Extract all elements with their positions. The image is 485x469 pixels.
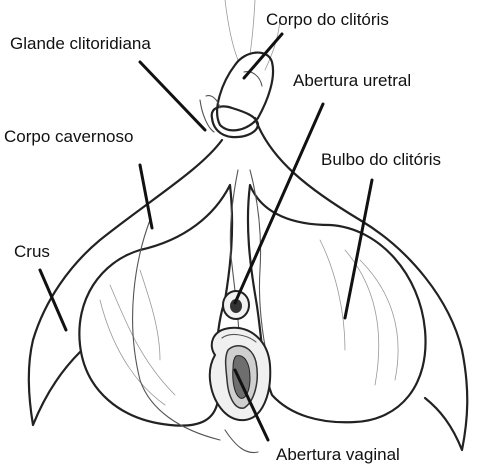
leader-bulbo <box>345 180 372 318</box>
leader-glande <box>140 62 205 130</box>
label-corpo-clitoris: Corpo do clitóris <box>266 11 389 28</box>
label-abertura-uretral: Abertura uretral <box>293 72 411 89</box>
label-bulbo: Bulbo do clitóris <box>321 151 441 168</box>
label-crus: Crus <box>14 243 50 260</box>
left-bulb <box>79 185 232 426</box>
leader-corpo-clitoris <box>244 34 282 78</box>
leader-corpo-cavernoso <box>140 165 152 228</box>
clitoris-body <box>217 53 273 131</box>
right-bulb <box>248 185 426 422</box>
leader-crus <box>40 270 66 330</box>
left-crus <box>29 140 222 425</box>
label-corpo-cavernoso: Corpo cavernoso <box>4 128 133 145</box>
label-abertura-vaginal: Abertura vaginal <box>276 446 400 463</box>
label-glande: Glande clitoridiana <box>10 35 151 52</box>
